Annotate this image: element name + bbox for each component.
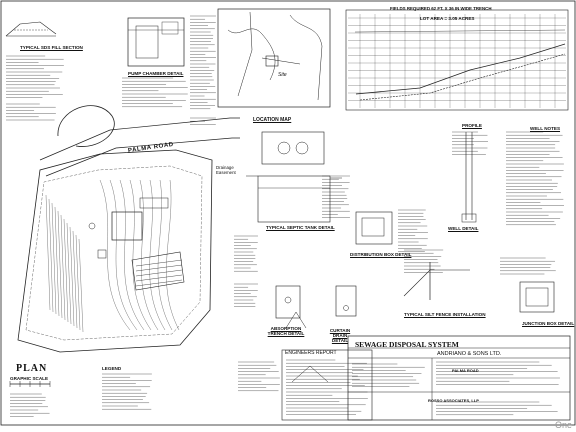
- plan-contour: [66, 222, 72, 325]
- fill-section-caption: TYPICAL SDS FILL SECTION: [20, 45, 83, 50]
- title-road: PALMA ROAD: [452, 368, 479, 373]
- plan-contour-b: [139, 179, 159, 331]
- plan-road-edge-south: [45, 137, 240, 177]
- associates-name: ROSSO ASSOCIATES, LLP: [428, 398, 479, 403]
- plan-driveway: [139, 197, 169, 209]
- tank-detail-plan: [261, 131, 325, 165]
- plan-contour: [78, 238, 84, 333]
- absorption-trench-caption: ABSORPTION TRENCH DETAIL: [267, 326, 305, 336]
- plan-contour: [63, 218, 69, 323]
- plan-title: PLAN: [16, 363, 48, 374]
- plan-contour: [54, 206, 60, 317]
- plan-contour: [57, 210, 63, 319]
- junction-box-inner: [525, 287, 549, 307]
- location-map-frame: [217, 8, 331, 108]
- plan-contour: [69, 226, 75, 327]
- pump-chamber-tank: [135, 25, 159, 59]
- legend-title: LEGEND: [102, 366, 122, 371]
- plan-well: [88, 222, 96, 230]
- plan-contour: [72, 230, 78, 329]
- curtain-drain-section: [335, 285, 357, 317]
- trench-sketch: [285, 311, 307, 329]
- location-map-road-2: [237, 11, 253, 97]
- profile-header: FIELDS REQUIRED 62 FT. X 36 IN WIDE TREN…: [390, 6, 492, 11]
- curtain-drain-pipe: [343, 305, 349, 311]
- plan-contour-b: [109, 179, 138, 331]
- distribution-box-detail: [355, 211, 393, 245]
- plan-contour-b: [157, 179, 173, 331]
- plan-contour: [45, 194, 51, 311]
- junction-box-outline: [519, 281, 555, 313]
- plan-cul-de-sac: [57, 105, 115, 147]
- plan-contour: [48, 198, 54, 313]
- plan-contour: [60, 214, 66, 321]
- plan-contour-b: [166, 179, 180, 331]
- plan-contour-b: [99, 179, 131, 331]
- distribution-box-inner: [361, 217, 385, 237]
- firm-name: ANDRIANO & SONS LTD.: [437, 351, 502, 357]
- profile-trench-line: [359, 53, 566, 101]
- septic-tank-caption: TYPICAL SEPTIC TANK DETAIL: [266, 225, 335, 230]
- site-label: Site: [278, 72, 287, 78]
- fill-section-profile: [5, 21, 57, 37]
- plan-contour-b: [149, 179, 166, 331]
- profile-caption: PROFILE: [462, 123, 482, 128]
- drainage-easement-label: Drainage Easement: [216, 165, 236, 175]
- location-map-road-1: [227, 28, 276, 81]
- silt-fence-caption: TYPICAL SILT FENCE INSTALLATION: [404, 312, 486, 317]
- plan-contour-b: [119, 179, 145, 331]
- well-notes-caption: WELL NOTES: [530, 126, 561, 131]
- well-base: [461, 213, 477, 223]
- location-map-road-4: [261, 57, 301, 65]
- graphic-scale-label: GRAPHIC SCALE: [10, 376, 49, 381]
- plan-contour-b: [129, 179, 152, 331]
- tank-manhole-1: [277, 141, 291, 155]
- plan-setback-line: [25, 165, 203, 341]
- engineers-report-title: ENGINEERS REPORT: [285, 350, 337, 356]
- title-block: [347, 335, 571, 421]
- silt-fence-profile: [403, 269, 470, 297]
- curtain-drain-caption: CURTAIN DRAIN DETAIL: [329, 328, 351, 343]
- channel-sketch: [291, 365, 329, 383]
- pump-chamber-outline: [127, 17, 185, 67]
- plan-absorption-field: [131, 251, 185, 291]
- engineers-report-block: [281, 349, 373, 421]
- distribution-box-caption: DISTRIBUTION BOX DETAIL: [350, 252, 412, 257]
- sheet-title: SEWAGE DISPOSAL SYSTEM: [355, 340, 459, 349]
- location-map-site: [265, 55, 279, 67]
- plan-house: [111, 211, 143, 241]
- plan-contour: [75, 234, 81, 331]
- absorption-trench-section: [275, 285, 301, 319]
- plan-trench-line: [135, 269, 183, 277]
- lot-area: LOT AREA = 3.05 ACRES: [420, 16, 475, 21]
- pump-chamber-riser: [161, 21, 179, 35]
- plan-trench-line: [135, 274, 183, 282]
- well-detail-caption: WELL DETAIL: [448, 226, 479, 231]
- tank-detail-section: [257, 175, 331, 223]
- watermark: One: [554, 420, 572, 430]
- profile-dashed-elevation: [354, 29, 566, 33]
- absorption-pipe: [284, 296, 292, 304]
- plan-trench-line: [135, 279, 183, 287]
- tank-manhole-2: [295, 141, 309, 155]
- pump-chamber-caption: PUMP CHAMBER DETAIL: [128, 71, 184, 76]
- profile-frame: [345, 9, 569, 111]
- plan-trench-line: [135, 264, 183, 272]
- plan-property-line: [17, 149, 213, 353]
- plan-septic-tank: [97, 249, 107, 259]
- junction-box-caption: JUNCTION BOX DETAIL: [522, 321, 575, 326]
- profile-ground-line: [355, 43, 566, 95]
- location-map-road-3: [289, 14, 323, 101]
- plan-contour: [51, 202, 57, 315]
- plan-road-edge-north: [39, 117, 240, 161]
- location-map-caption: LOCATION MAP: [253, 117, 292, 123]
- plan-trench-line: [135, 259, 183, 267]
